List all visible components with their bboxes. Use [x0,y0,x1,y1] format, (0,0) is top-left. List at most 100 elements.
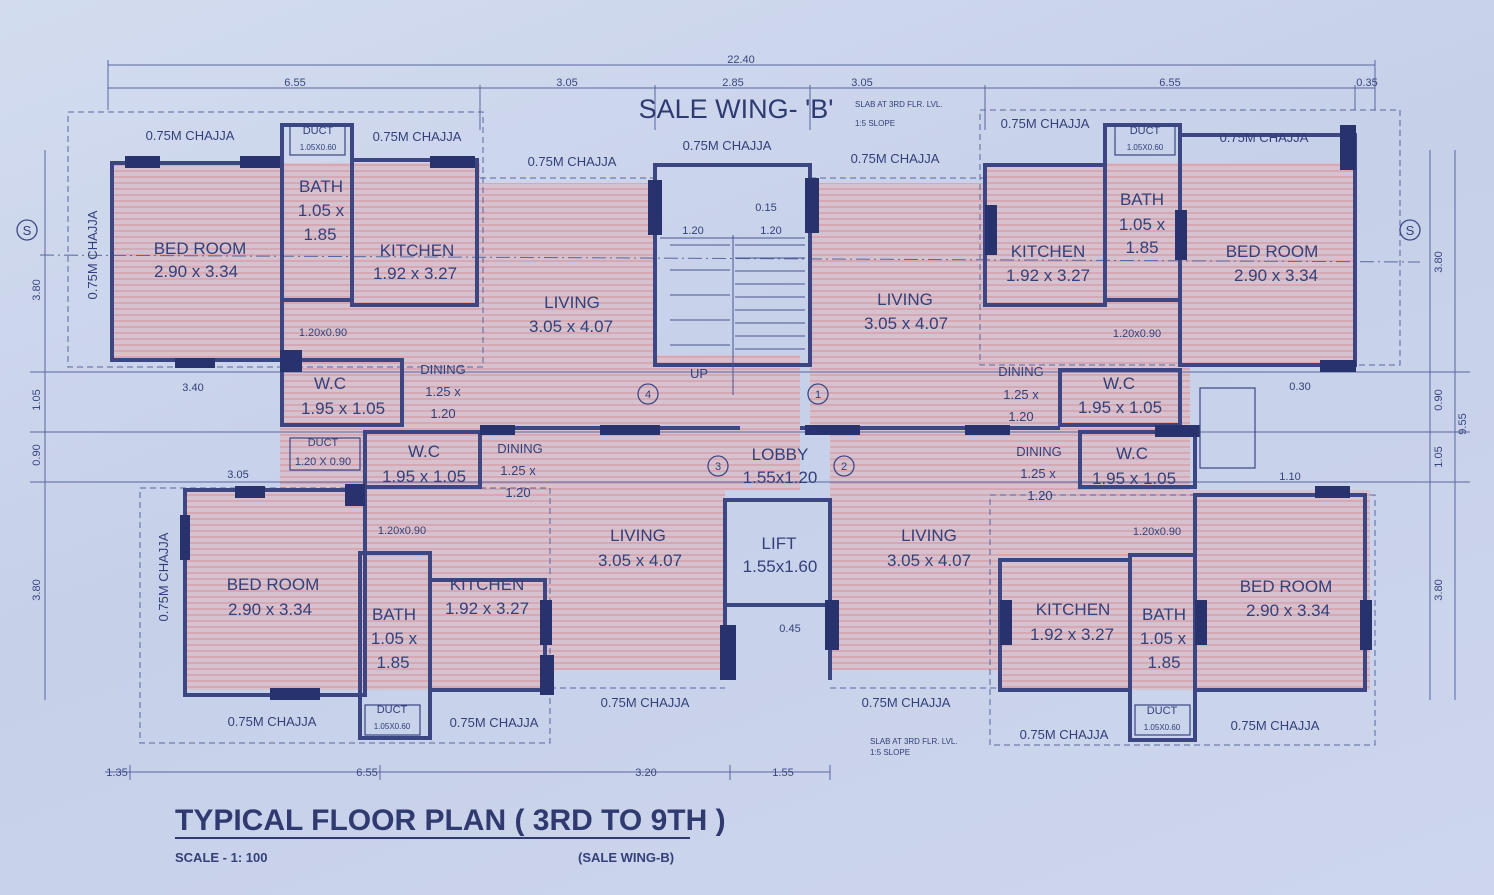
marker-1-label: 1 [815,389,821,401]
bed-room-size: 2.90 x 3.34 [228,600,312,619]
chajja-label: 0.75M CHAJJA [683,138,772,153]
kitchen-size: 1.92 x 3.27 [1006,266,1090,285]
dim-label: 3.05 [227,469,248,481]
bath-size: 1.05 x [1140,629,1187,648]
bottom-dim: 1.55 [772,767,793,779]
living-size: 3.05 x 4.07 [887,551,971,570]
overall-width-label: 22.40 [727,54,755,66]
section-letter: S [1406,223,1415,238]
bottom-dim: 6.55 [356,767,377,779]
chajja-label: 0.75M CHAJJA [528,154,617,169]
lift-size: 1.55x1.60 [743,557,818,576]
top-dim-6: 0.35 [1356,77,1377,89]
left-dim: 0.90 [31,444,43,465]
wc-size: 1.95 x 1.05 [1078,398,1162,417]
living-size: 3.05 x 4.07 [529,317,613,336]
bath-size: 1.85 [1147,653,1180,672]
living-label: LIVING [544,293,600,312]
bed-room-size: 2.90 x 3.34 [1234,266,1318,285]
kitchen-label: KITCHEN [450,575,525,594]
dining-size: 1.25 x [500,463,536,478]
dim-label: 3.40 [182,382,203,394]
marker-1 [807,383,829,405]
duct-label: DUCT [1147,705,1178,717]
bath-size: 1.85 [376,653,409,672]
top-dim-5: 6.55 [1159,77,1180,89]
dining-size: 1.20 [505,485,530,500]
left-dim: 3.80 [31,279,43,300]
section-marker-left [16,219,38,241]
kitchen-size: 1.92 x 3.27 [373,264,457,283]
bath-size: 1.85 [303,225,336,244]
bed-room-label: BED ROOM [227,575,320,594]
window-dim: 1.20x0.90 [1113,328,1161,340]
marker-3-label: 3 [715,461,721,473]
duct-size: 1.05X0.60 [374,722,411,731]
stair-dim: 1.20 [760,225,781,237]
dining-label: DINING [1016,444,1062,459]
kitchen-size: 1.92 x 3.27 [445,599,529,618]
duct-size: 1.05X0.60 [1144,723,1181,732]
bottom-dim: 1.35 [106,767,127,779]
chajja-label: 0.75M CHAJJA [450,715,539,730]
window-dim: 1.20x0.90 [1133,526,1181,538]
lobby-size: 1.55x1.20 [743,468,818,487]
wc-label: W.C [1103,374,1135,393]
markers [16,219,1421,477]
drawing-title: TYPICAL FLOOR PLAN ( 3RD TO 9TH ) [175,804,726,837]
bed-room-label: BED ROOM [1240,577,1333,596]
chajja-label: 0.75M CHAJJA [851,151,940,166]
stair-up-label: UP [690,366,708,381]
section-letter: S [23,223,32,238]
dimension-lines [30,60,1470,780]
kitchen-size: 1.92 x 3.27 [1030,625,1114,644]
slab-note-top-1: SLAB AT 3RD FLR. LVL. [855,100,943,109]
bath-label: BATH [1142,605,1186,624]
chajja-label: 0.75M CHAJJA [1220,130,1309,145]
duct-label: DUCT [1130,125,1161,137]
drawing-scale: SCALE - 1: 100 [175,850,267,865]
marker-2-label: 2 [841,461,847,473]
bath-label: BATH [1120,190,1164,209]
bed-room-size: 2.90 x 3.34 [154,262,238,281]
top-dim-1: 6.55 [284,77,305,89]
duct-label: DUCT [377,704,408,716]
chajja-label: 0.75M CHAJJA [1001,116,1090,131]
dim-label: 1.10 [1279,471,1300,483]
dining-label: DINING [497,441,543,456]
marker-4 [637,383,659,405]
marker-4-label: 4 [645,389,651,401]
kitchen-label: KITCHEN [1036,600,1111,619]
chajja-label: 0.75M CHAJJA [373,129,462,144]
top-dim-4: 3.05 [851,77,872,89]
dining-size: 1.25 x [1003,387,1039,402]
staircase [660,235,805,395]
bath-size: 1.05 x [298,201,345,220]
dining-size: 1.20 [430,406,455,421]
top-dim-2: 3.05 [556,77,577,89]
chajja-label: 0.75M CHAJJA [146,128,235,143]
left-dim: 1.05 [31,389,43,410]
kitchen-label: KITCHEN [380,241,455,260]
duct-label: DUCT [308,437,339,449]
lift-label: LIFT [762,534,797,553]
duct-size: 1.05X0.60 [300,143,337,152]
kitchen-label: KITCHEN [1011,242,1086,261]
wc-size: 1.95 x 1.05 [301,399,385,418]
window-dim: 1.20x0.90 [378,525,426,537]
chajja-label: 0.75M CHAJJA [601,695,690,710]
dim-label: 0.30 [1289,381,1310,393]
dining-label: DINING [420,362,466,377]
duct-size: 1.20 X 0.90 [295,456,351,468]
left-dim: 3.80 [31,579,43,600]
dining-size: 1.25 x [1020,466,1056,481]
drawing-subtitle: (SALE WING-B) [578,850,674,865]
dining-label: DINING [998,364,1044,379]
chajja-label: 0.75M CHAJJA [1231,718,1320,733]
slab-note-top-2: 1:5 SLOPE [855,119,895,128]
bath-label: BATH [372,605,416,624]
lobby-label: LOBBY [752,445,809,464]
wc-size: 1.95 x 1.05 [382,467,466,486]
marker-2 [833,455,855,477]
